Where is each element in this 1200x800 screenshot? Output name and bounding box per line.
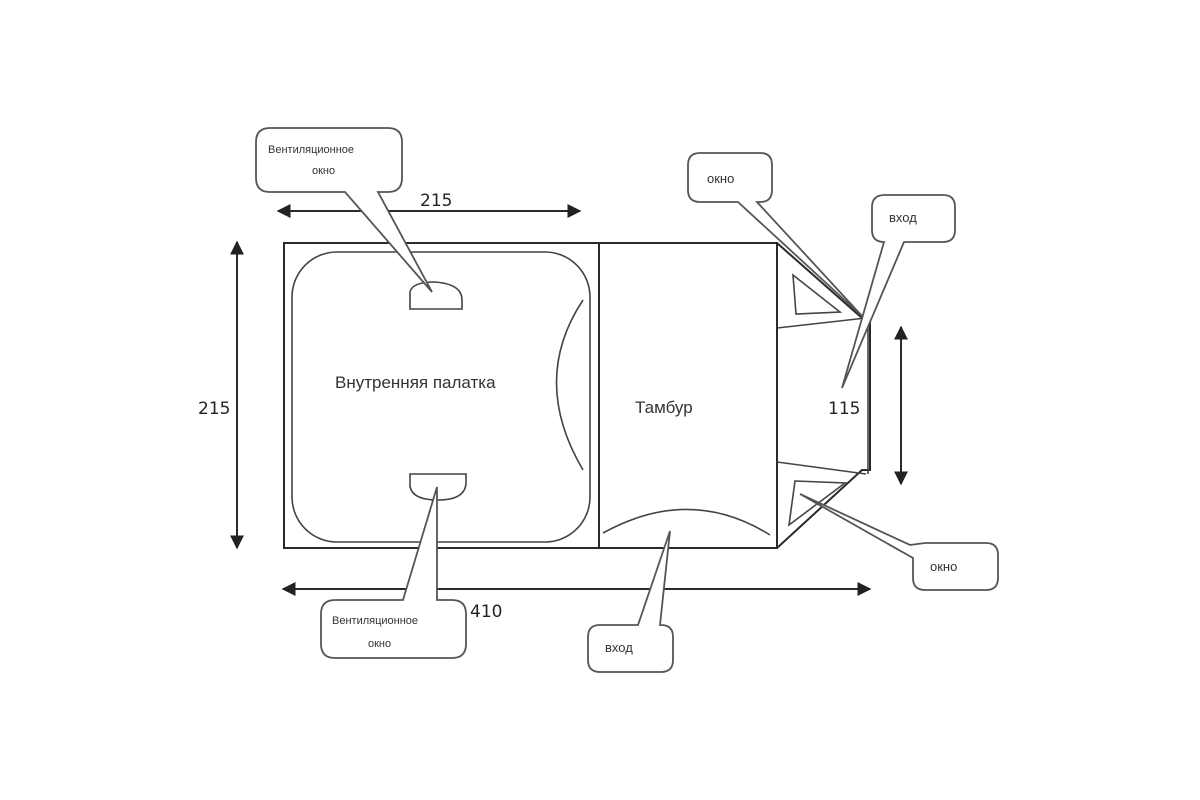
callout-window-bottom: окно <box>799 493 999 591</box>
svg-text:окно: окно <box>930 559 957 574</box>
svg-text:окно: окно <box>312 165 335 177</box>
label-inner-tent: Внутренняя палатка <box>335 373 496 392</box>
inner-tent-outline <box>283 242 600 549</box>
dim-label-total-length: 410 <box>470 602 502 622</box>
svg-text:окно: окно <box>707 171 734 186</box>
dim-label-entrance-width: 115 <box>828 399 860 419</box>
vent-top-shape <box>409 281 463 310</box>
dim-label-inner-width: 215 <box>420 191 452 211</box>
callout-entrance-bottom: вход <box>587 530 674 673</box>
svg-text:вход: вход <box>889 210 917 225</box>
svg-text:Вентиляционное: Вентиляционное <box>332 615 418 627</box>
vestibule-outline <box>598 242 778 549</box>
inner-tent-door-arc <box>555 299 584 471</box>
callout-entrance-right: вход <box>841 194 956 389</box>
front-divider-top <box>776 317 867 329</box>
dim-label-inner-height: 215 <box>198 399 230 419</box>
svg-text:вход: вход <box>605 640 633 655</box>
label-vestibule: Тамбур <box>635 398 693 417</box>
vestibule-door-arc <box>602 508 771 536</box>
svg-text:Вентиляционное: Вентиляционное <box>268 144 354 156</box>
callout-window-top: окно <box>687 152 863 317</box>
callout-vent-top: Вентиляционное окно <box>255 127 433 293</box>
vent-bottom-shape <box>409 473 467 501</box>
callout-vent-bottom: Вентиляционное окно <box>320 486 467 659</box>
front-extension-outline <box>776 242 871 549</box>
front-divider-bottom <box>776 461 867 475</box>
svg-text:окно: окно <box>368 638 391 650</box>
window-top-shape <box>792 273 843 315</box>
inner-tent-body <box>291 251 591 543</box>
